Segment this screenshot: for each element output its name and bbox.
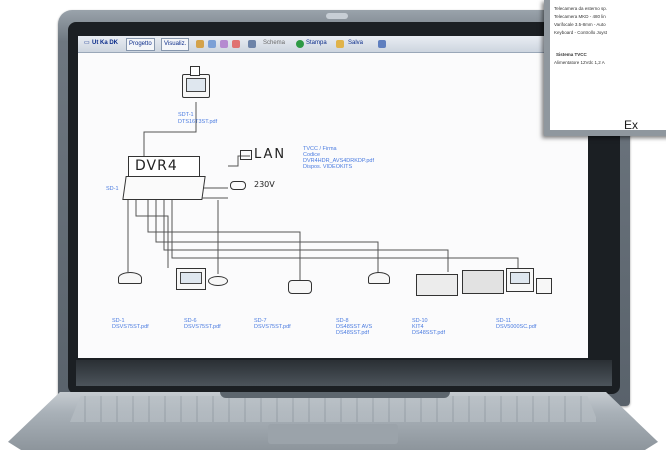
cam-label-3: SD-7 [254, 318, 267, 324]
cam-code-1: DSVS75ST.pdf [112, 324, 149, 330]
keyboard-device[interactable] [416, 274, 458, 296]
laptop-hinge [220, 392, 450, 398]
settings-icon[interactable] [378, 40, 386, 48]
cam-label-4: SD-8 [336, 318, 349, 324]
trackpad [268, 424, 398, 444]
overlay-line-4: Keyboard - Controllo Joyst [554, 30, 608, 35]
monitor-device-3[interactable] [506, 268, 534, 292]
camera-dome-2[interactable] [208, 276, 228, 286]
overlay-line-1: Telecamera da esterno sp. [554, 6, 608, 11]
dvr-device-2[interactable] [462, 270, 504, 294]
toolbar-schema[interactable]: Schema [263, 40, 286, 46]
laptop-screen: ▭ Ut Ka DK Progetto Visualiz. Schema Sta… [78, 36, 588, 358]
dvr-info-3: DVR4HDR_AVS4DRKDP.pdf [303, 158, 375, 164]
folder-icon[interactable] [336, 40, 344, 48]
camera-bullet[interactable] [288, 280, 312, 294]
toolbar-title: Ut Ka DK [92, 40, 119, 46]
laptop-chin [76, 360, 612, 386]
overlay-section: Sistema TVCC [556, 52, 587, 57]
status-dot-icon [296, 40, 304, 48]
webcam [326, 13, 348, 19]
print-icon[interactable] [248, 40, 256, 48]
toolbar-salva[interactable]: Salva [348, 40, 364, 46]
toolbar-button-progetto[interactable]: Progetto [126, 38, 155, 51]
overlay-power: Alimentatore 12Vdc 1,2 A [554, 60, 605, 65]
app-toolbar: ▭ Ut Ka DK Progetto Visualiz. Schema Sta… [78, 36, 588, 53]
dvr-side-label: SD-1 [106, 186, 119, 192]
caption-text: Ex [624, 118, 639, 132]
cam-code-5: KIT4 DS48SST.pdf [412, 324, 446, 336]
monitor-device[interactable] [182, 74, 210, 98]
power-label: 230V [254, 180, 275, 189]
monitor-code: DTS16T3ST.pdf [178, 119, 218, 125]
monitor-screen-2 [180, 272, 202, 284]
undo-icon[interactable] [220, 40, 228, 48]
lan-label: LAN [254, 147, 287, 162]
overlay-line-2: Telecamera MKD - 480 lin [554, 14, 606, 19]
pencil-icon[interactable] [196, 40, 204, 48]
cam-code-3: DSVS75ST.pdf [254, 324, 291, 330]
dvr-label: DVR4 [135, 158, 178, 174]
cam-label-5: SD-10 [412, 318, 428, 324]
overlay-card: Telecamera da esterno sp. Telecamera MKD… [544, 0, 666, 136]
dvr-info-4: Dispos. VIDEOKITS [303, 164, 353, 170]
overlay-line-3: Varifocale 3.5-8mm - Auto [554, 22, 606, 27]
cam-code-4: DS48SST AVS DS48SST.pdf [336, 324, 373, 336]
camera-dome-3[interactable] [368, 272, 390, 284]
cam-code-2: DSVS75ST.pdf [184, 324, 221, 330]
cam-label-6: SD-11 [496, 318, 512, 324]
dvr-box[interactable]: DVR4 [128, 156, 200, 178]
power-plug-icon [230, 181, 246, 190]
zoom-icon[interactable] [208, 40, 216, 48]
antenna-icon [190, 66, 200, 76]
delete-icon[interactable] [232, 40, 240, 48]
controller-device[interactable] [536, 278, 552, 294]
monitor-device-2[interactable] [176, 268, 206, 290]
monitor-screen [186, 78, 206, 92]
wiring-diagram [127, 102, 519, 282]
cam-label-2: SD-6 [184, 318, 197, 324]
monitor-label: SDT-1 [178, 112, 194, 118]
app-logo: ▭ [84, 40, 90, 46]
lan-plug-icon [240, 150, 252, 160]
camera-dome-1[interactable] [118, 272, 142, 284]
dvr-info-2: Codice [303, 152, 321, 158]
dvr-chassis [122, 176, 206, 200]
cam-code-6: DSV5000SC.pdf [496, 324, 537, 330]
toolbar-stampa[interactable]: Stampa [306, 40, 327, 46]
toolbar-button-visualizza[interactable]: Visualiz. [161, 38, 190, 51]
laptop-keyboard [70, 396, 598, 422]
cam-label-1: SD-1 [112, 318, 125, 324]
dvr-info-1: TVCC / Firma [303, 146, 337, 152]
monitor-screen-3 [510, 272, 530, 284]
